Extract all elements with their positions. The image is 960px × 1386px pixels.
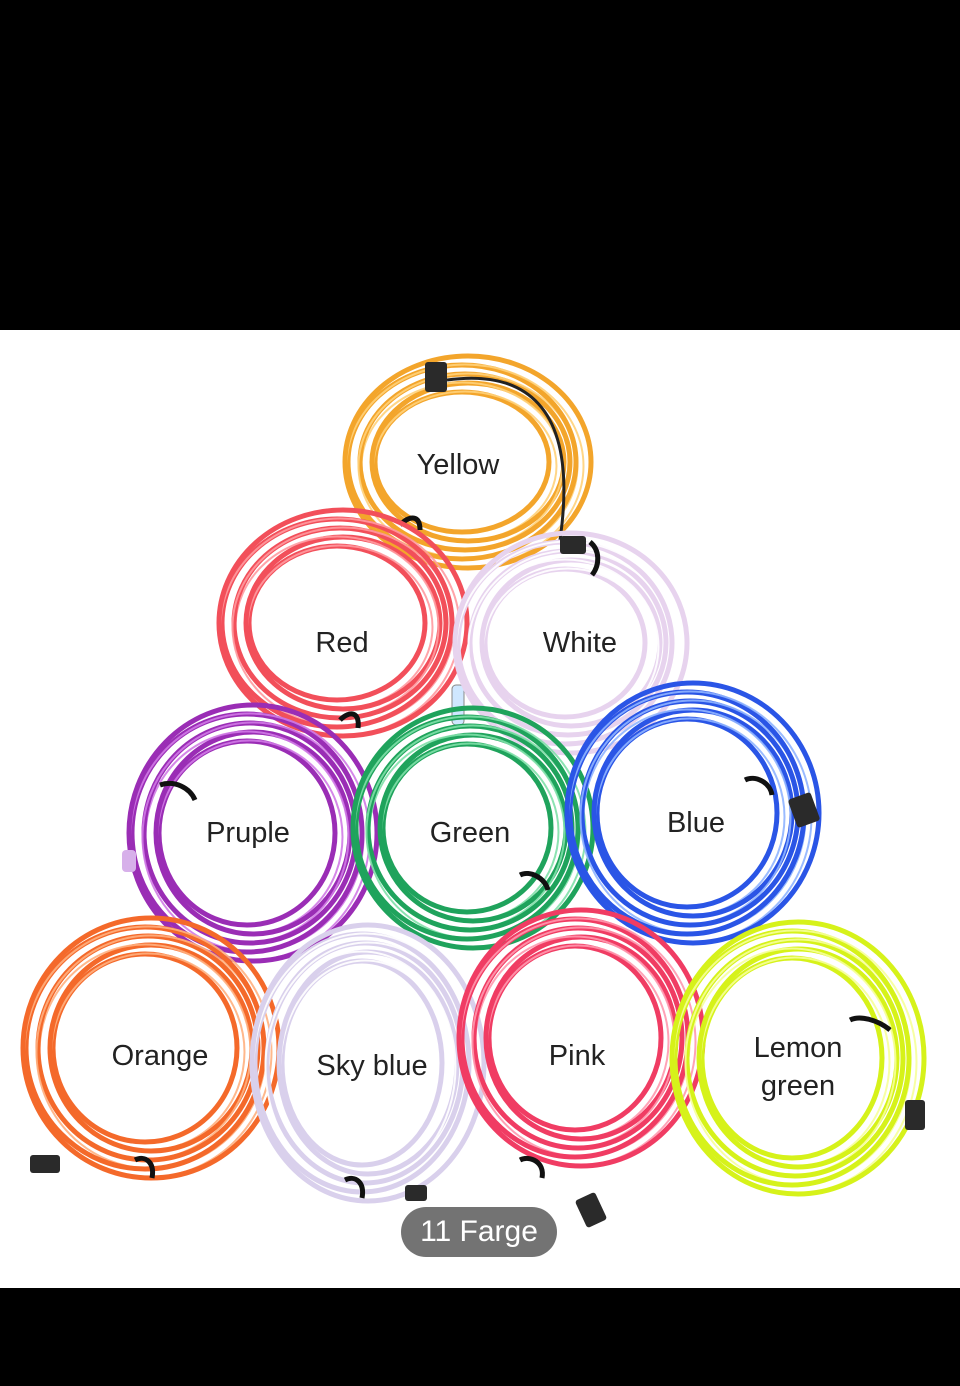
coil-ring — [669, 919, 927, 1197]
plug-connector-icon — [30, 1155, 60, 1173]
cable-tie-icon — [743, 775, 775, 796]
plug-connector-icon — [575, 1192, 607, 1228]
coil-label-purple: Pruple — [206, 817, 290, 849]
coil-label-green: Green — [430, 817, 511, 849]
coil-blue: Blue — [564, 680, 822, 946]
coil-label-orange: Orange — [112, 1040, 209, 1072]
coil-ring — [483, 934, 679, 1142]
coil-label-lemon: Lemon — [754, 1032, 843, 1064]
coils-illustration: Yellow Red White — [20, 353, 927, 1228]
coil-pink: Pink — [456, 907, 706, 1228]
coil-label-white: White — [543, 627, 617, 659]
coil-sky-blue: Sky blue — [249, 922, 487, 1204]
coil-white: White — [452, 530, 690, 756]
coil-label-sky-blue: Sky blue — [316, 1050, 427, 1082]
coil-green: Green — [350, 705, 596, 951]
cable-tie-icon — [848, 1015, 892, 1032]
plug-connector-icon — [122, 850, 136, 872]
coil-label-red: Red — [315, 627, 368, 659]
cable-tie-icon — [588, 540, 601, 577]
plug-connector-icon — [905, 1100, 925, 1130]
coil-ring — [342, 353, 594, 571]
coil-ring — [452, 530, 690, 756]
coil-ring — [126, 702, 380, 964]
cable-tie-icon — [518, 871, 551, 891]
plug-connector-icon — [788, 792, 820, 828]
cable-tie-icon — [133, 1155, 156, 1179]
coil-label-yellow: Yellow — [417, 449, 501, 481]
cable-tie-icon — [343, 1175, 366, 1199]
coil-label-green-line: green — [761, 1070, 835, 1102]
image-counter-badge: 11 Farge — [401, 1207, 557, 1257]
coil-orange: Orange — [20, 915, 282, 1181]
product-image[interactable]: Yellow Red White — [0, 330, 960, 1288]
coil-yellow: Yellow — [342, 353, 594, 571]
coil-ring — [216, 507, 470, 739]
cable-tie-icon — [159, 781, 198, 802]
plug-connector-icon — [425, 362, 566, 541]
cable-tie-icon — [518, 1155, 545, 1179]
coil-ring — [249, 922, 487, 1204]
plug-connector-icon — [560, 536, 586, 554]
coil-label-pink: Pink — [549, 1040, 606, 1072]
cable-tie-icon — [338, 711, 361, 729]
coil-lemon-green: Lemon green — [669, 919, 927, 1197]
plug-connector-icon — [405, 1185, 427, 1201]
coil-purple: Pruple — [122, 702, 380, 964]
coil-red: Red — [216, 507, 470, 739]
coil-label-blue: Blue — [667, 807, 725, 839]
coil-ring — [243, 534, 443, 712]
coil-ring — [564, 680, 822, 946]
